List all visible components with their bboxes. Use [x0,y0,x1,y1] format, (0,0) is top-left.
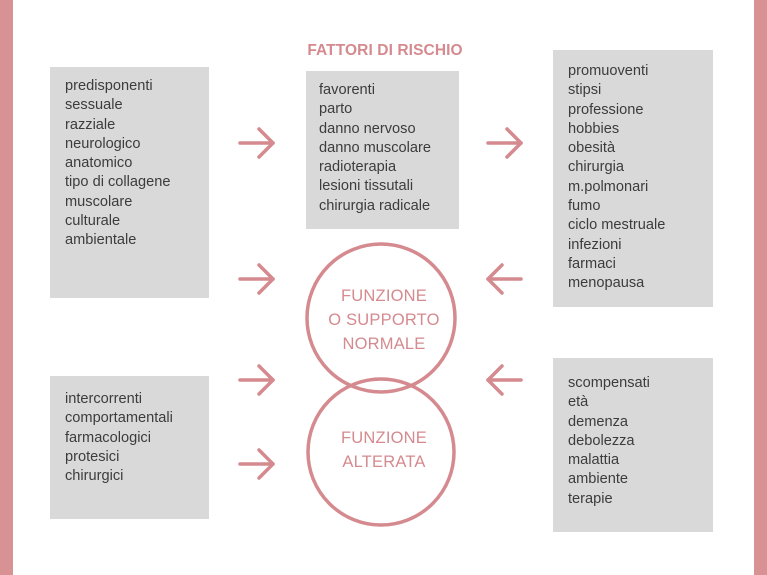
predisposing-factors-box: predisponenti sessuale razziale neurolog… [50,67,209,298]
list-item: ciclo mestruale [568,217,666,234]
list-item: anatomico [65,155,133,172]
arrow-right-icon [238,364,275,396]
list-item: danno nervoso [319,120,416,137]
list-item: protesici [65,448,120,465]
list-item: professione [568,101,644,118]
promoting-factors-list: promuoventi stipsi professione hobbies o… [568,62,713,294]
list-item: razziale [65,116,116,133]
right-border-bar [754,0,767,575]
circle-label-line: O SUPPORTO [328,311,440,329]
circle-label-line: FUNZIONE [341,429,427,447]
list-item: neurologico [65,135,141,152]
list-item: favorenti [319,82,375,98]
list-item: chirurgici [65,468,124,485]
list-item: intercorrenti [65,391,143,407]
list-item: menopausa [568,275,645,292]
circle-label-line: ALTERATA [342,453,426,471]
left-border-bar [0,0,13,575]
predisposing-factors-list: predisponenti sessuale razziale neurolog… [65,77,209,251]
decompensating-factors-list: scompensati età demenza debolezza malatt… [568,374,713,509]
arrow-right-icon [486,127,523,159]
normal-function-circle [305,242,457,394]
list-item: fumo [568,198,601,215]
list-item: danno muscolare [319,139,431,156]
promoting-factors-box: promuoventi stipsi professione hobbies o… [553,50,713,307]
list-item: parto [319,101,353,118]
favoring-factors-box: favorenti parto danno nervoso danno musc… [306,71,459,229]
diagram-title: FATTORI DI RISCHIO [307,42,463,59]
list-item: stipsi [568,82,602,99]
arrow-left-icon [486,263,523,295]
circle-label-line: FUNZIONE [341,287,427,305]
list-item: terapie [568,490,613,507]
favoring-factors-list: favorenti parto danno nervoso danno musc… [319,81,459,216]
list-item: obesità [568,140,616,157]
arrow-right-icon [238,448,275,480]
normal-function-label: FUNZIONE O SUPPORTO NORMALE [304,284,464,356]
list-item: comportamentali [65,410,173,427]
list-item: ambientale [65,232,137,249]
list-item: debolezza [568,432,635,449]
list-item: sessuale [65,97,123,114]
list-item: predisponenti [65,78,153,94]
list-item: demenza [568,413,629,430]
intercurrent-factors-list: intercorrenti comportamentali farmacolog… [65,390,209,486]
list-item: culturale [65,213,121,230]
list-item: scompensati [568,375,650,391]
list-item: chirurgia [568,159,624,176]
circle-label-line: NORMALE [342,335,426,353]
decompensating-factors-box: scompensati età demenza debolezza malatt… [553,358,713,532]
list-item: tipo di collagene [65,174,171,191]
list-item: hobbies [568,120,620,137]
list-item: farmacologici [65,429,151,446]
list-item: infezioni [568,236,622,253]
list-item: età [568,394,589,411]
altered-function-label: FUNZIONE ALTERATA [304,426,464,474]
arrow-left-icon [486,364,523,396]
list-item: muscolare [65,193,133,210]
list-item: radioterapia [319,159,397,176]
list-item: lesioni tissutali [319,178,414,195]
intercurrent-factors-box: intercorrenti comportamentali farmacolog… [50,376,209,519]
list-item: m.polmonari [568,178,649,195]
list-item: promuoventi [568,63,649,79]
list-item: malattia [568,452,620,469]
list-item: chirurgia radicale [319,197,431,214]
list-item: ambiente [568,471,629,488]
altered-function-circle [306,377,456,527]
list-item: farmaci [568,255,616,272]
arrow-right-icon [238,263,275,295]
arrow-right-icon [238,127,275,159]
